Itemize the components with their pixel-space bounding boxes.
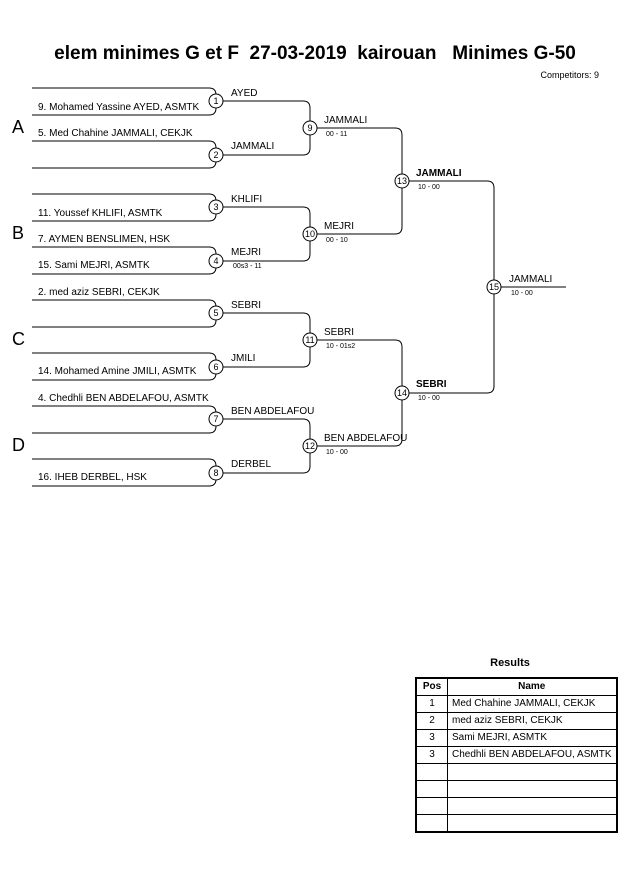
entry-mejri: 15. Sami MEJRI, ASMTK bbox=[38, 260, 150, 271]
result-name: Chedhli BEN ABDELAFOU, ASMTK bbox=[446, 746, 618, 764]
table-row bbox=[415, 763, 618, 781]
table-row: 1 Med Chahine JAMMALI, CEKJK bbox=[415, 695, 618, 713]
match-number-14: 14 bbox=[397, 388, 407, 398]
winner-match-10: MEJRI bbox=[324, 221, 354, 232]
result-name: Med Chahine JAMMALI, CEKJK bbox=[446, 695, 618, 713]
entry-sebri: 2. med aziz SEBRI, CEKJK bbox=[38, 287, 160, 298]
match-node-13 bbox=[394, 173, 410, 189]
pool-label-d: D bbox=[12, 435, 25, 455]
result-pos: 1 bbox=[415, 695, 448, 713]
match-number-3: 3 bbox=[213, 202, 218, 212]
match-node-5 bbox=[208, 305, 224, 321]
winner-match-11: SEBRI bbox=[324, 327, 355, 338]
match-number-6: 6 bbox=[213, 362, 218, 372]
result-name: Sami MEJRI, ASMTK bbox=[446, 729, 618, 747]
match-number-10: 10 bbox=[305, 229, 315, 239]
winner-match-8: DERBEL bbox=[231, 459, 272, 470]
match-node-12 bbox=[302, 438, 318, 454]
match-node-6 bbox=[208, 359, 224, 375]
winner-match-14: SEBRI bbox=[416, 379, 447, 390]
match-number-7: 7 bbox=[213, 414, 218, 424]
table-row: 3 Sami MEJRI, ASMTK bbox=[415, 729, 618, 747]
match-number-15: 15 bbox=[489, 282, 499, 292]
result-pos: 3 bbox=[415, 729, 448, 747]
result-pos bbox=[415, 797, 448, 815]
winner-match-12: BEN ABDELAFOU bbox=[324, 433, 408, 444]
table-row bbox=[415, 780, 618, 798]
pool-label-c: C bbox=[12, 329, 25, 349]
results-header-pos: Pos bbox=[415, 677, 448, 696]
score-match-15: 10 - 00 bbox=[511, 290, 533, 297]
match-node-4 bbox=[208, 253, 224, 269]
winner-match-4: MEJRI bbox=[231, 247, 261, 258]
match-number-13: 13 bbox=[397, 176, 407, 186]
table-row: 3 Chedhli BEN ABDELAFOU, ASMTK bbox=[415, 746, 618, 764]
winner-match-6: JMILI bbox=[231, 353, 256, 364]
results-header-row: Pos Name bbox=[415, 677, 618, 696]
result-pos: 2 bbox=[415, 712, 448, 730]
match-node-8 bbox=[208, 465, 224, 481]
match-node-14 bbox=[394, 385, 410, 401]
result-name bbox=[446, 763, 618, 781]
score-match-14: 10 - 00 bbox=[418, 395, 440, 402]
results-title: Results bbox=[490, 657, 530, 669]
match-node-7 bbox=[208, 411, 224, 427]
table-row bbox=[415, 814, 618, 833]
winner-match-13: JAMMALI bbox=[416, 168, 462, 179]
match-node-1 bbox=[208, 93, 224, 109]
score-match-13: 10 - 00 bbox=[418, 184, 440, 191]
score-match-12: 10 - 00 bbox=[326, 449, 348, 456]
result-name: med aziz SEBRI, CEKJK bbox=[446, 712, 618, 730]
winner-match-3: KHLIFI bbox=[231, 194, 263, 205]
result-pos bbox=[415, 780, 448, 798]
match-node-15 bbox=[486, 279, 502, 295]
entry-ben-abdelafou: 4. Chedhli BEN ABDELAFOU, ASMTK bbox=[38, 393, 209, 404]
results-table: Pos Name 1 Med Chahine JAMMALI, CEKJK 2 … bbox=[415, 677, 618, 833]
results-header-name: Name bbox=[446, 677, 618, 696]
result-pos: 3 bbox=[415, 746, 448, 764]
match-number-12: 12 bbox=[305, 441, 315, 451]
result-pos bbox=[415, 814, 448, 833]
result-pos bbox=[415, 763, 448, 781]
match-number-5: 5 bbox=[213, 308, 218, 318]
entry-benslimen: 7. AYMEN BENSLIMEN, HSK bbox=[38, 234, 171, 245]
match-node-3 bbox=[208, 199, 224, 215]
winner-match-2: JAMMALI bbox=[231, 141, 275, 152]
pool-label-b: B bbox=[12, 223, 25, 243]
winner-match-1: AYED bbox=[231, 88, 258, 99]
result-name bbox=[446, 780, 618, 798]
entry-khlifi: 11. Youssef KHLIFI, ASMTK bbox=[38, 208, 163, 219]
match-number-4: 4 bbox=[213, 256, 218, 266]
score-match-11: 10 - 01s2 bbox=[326, 343, 356, 350]
match-node-10 bbox=[302, 226, 318, 242]
table-row bbox=[415, 797, 618, 815]
match-node-2 bbox=[208, 147, 224, 163]
winner-match-7: BEN ABDELAFOU bbox=[231, 406, 315, 417]
entry-derbel: 16. IHEB DERBEL, HSK bbox=[38, 472, 147, 483]
entry-jmili: 14. Mohamed Amine JMILI, ASMTK bbox=[38, 366, 197, 377]
score-match-9: 00 - 11 bbox=[326, 131, 348, 138]
pool-label-a: A bbox=[12, 117, 25, 137]
match-number-8: 8 bbox=[213, 468, 218, 478]
entry-jammali: 5. Med Chahine JAMMALI, CEKJK bbox=[38, 128, 193, 139]
winner-match-15: JAMMALI bbox=[509, 274, 553, 285]
score-match-10: 00 - 10 bbox=[326, 237, 348, 244]
match-number-11: 11 bbox=[305, 335, 314, 345]
match-node-9 bbox=[302, 120, 318, 136]
competitors-count: Competitors: 9 bbox=[540, 70, 599, 80]
page-title: elem minimes G et F 27-03-2019 kairouan … bbox=[54, 43, 576, 64]
winner-match-5: SEBRI bbox=[231, 300, 262, 311]
match-number-1: 1 bbox=[213, 96, 218, 106]
result-name bbox=[446, 797, 618, 815]
score-match-4: 00s3 - 11 bbox=[233, 263, 262, 270]
match-number-9: 9 bbox=[307, 123, 312, 133]
match-number-2: 2 bbox=[213, 150, 218, 160]
winner-match-9: JAMMALI bbox=[324, 115, 368, 126]
result-name bbox=[446, 814, 618, 833]
entry-ayed: 9. Mohamed Yassine AYED, ASMTK bbox=[38, 102, 200, 113]
match-node-11 bbox=[302, 332, 318, 348]
table-row: 2 med aziz SEBRI, CEKJK bbox=[415, 712, 618, 730]
